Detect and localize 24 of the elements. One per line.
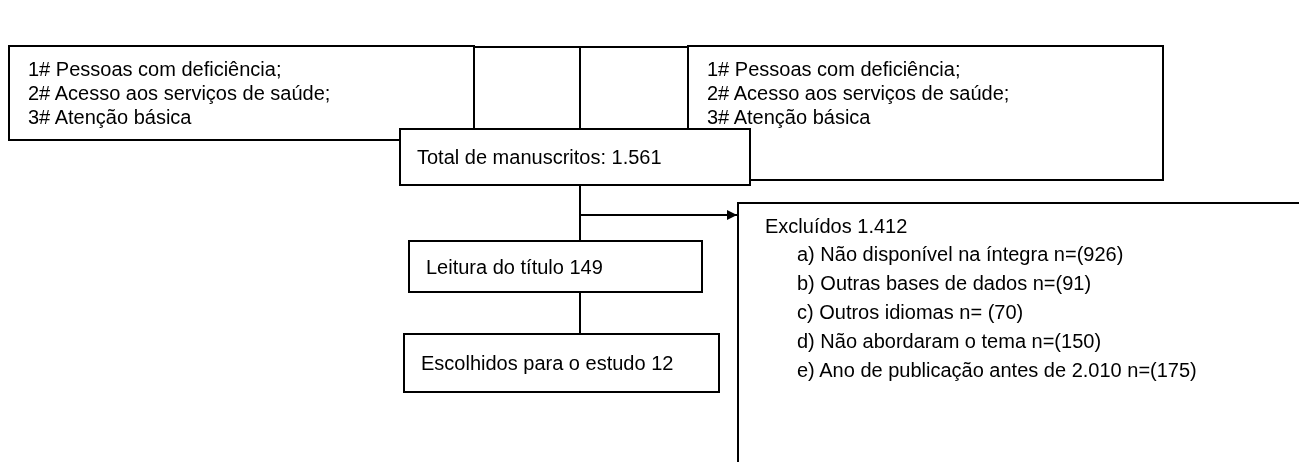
process-box — [403, 333, 720, 393]
list-item: a) Não disponível na íntegra n=(926) — [796, 242, 1125, 267]
search-term: 2# Acesso aos serviços de saúde; — [28, 81, 332, 105]
box-heading: Excluídos 1.412 — [765, 214, 909, 238]
process-box — [408, 240, 703, 293]
process-box — [399, 128, 751, 186]
arrow — [579, 185, 738, 220]
connector-line — [579, 292, 581, 334]
list-item: d) Não abordaram o tema n=(150) — [796, 329, 1103, 354]
exclusion-box — [737, 202, 1299, 462]
list-item: e) Ano de publicação antes de 2.010 n=(175) — [796, 358, 1198, 383]
search-term: 3# Atenção básica — [28, 105, 193, 129]
connector-line — [579, 46, 688, 129]
box-text: Total de manuscritos: 1.561 — [417, 145, 662, 169]
search-term: 3# Atenção básica — [707, 105, 872, 129]
search-term: 1# Pessoas com deficiência; — [28, 57, 283, 81]
box-text: Escolhidos para o estudo 12 — [421, 351, 674, 375]
search-terms-box — [8, 45, 475, 141]
list-item: b) Outras bases de dados n=(91) — [796, 271, 1093, 296]
search-terms-box — [687, 45, 1164, 181]
search-term: 2# Acesso aos serviços de saúde; — [707, 81, 1011, 105]
search-term: 1# Pessoas com deficiência; — [707, 57, 962, 81]
box-text: Leitura do título 149 — [426, 254, 603, 279]
list-item: c) Outros idiomas n= (70) — [796, 300, 1025, 325]
